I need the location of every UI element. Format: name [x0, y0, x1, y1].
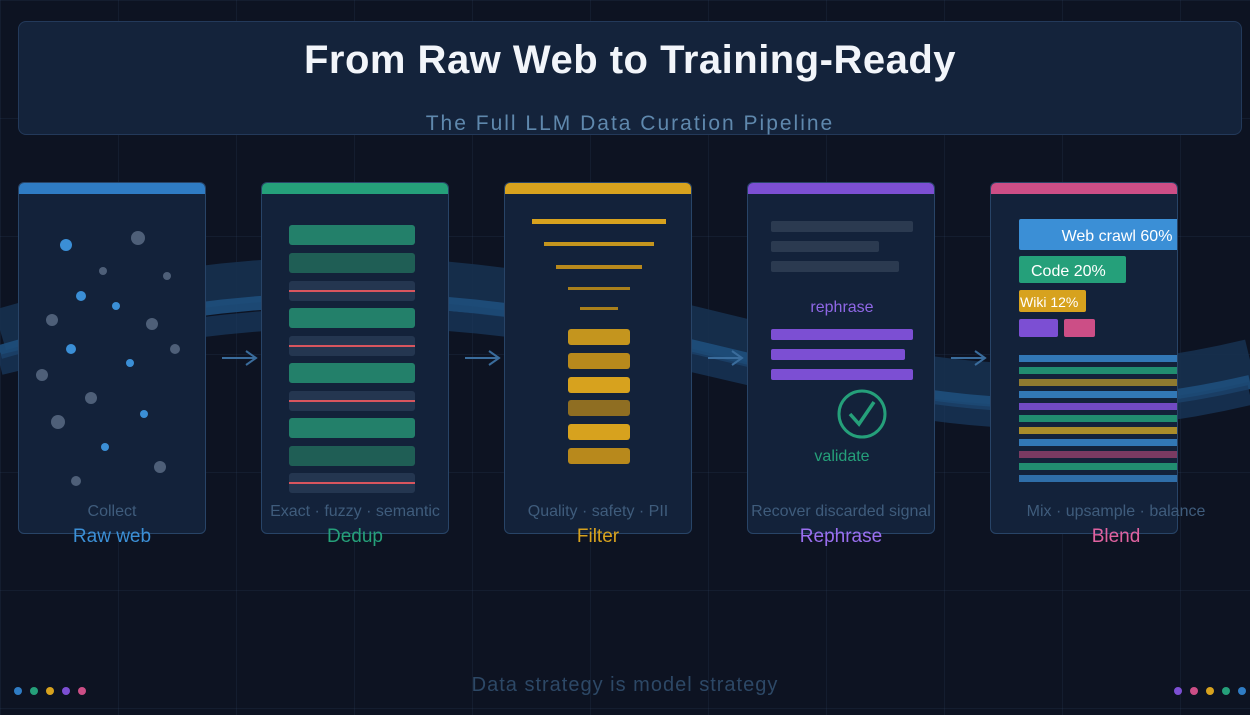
stage-name: Filter: [576, 526, 620, 547]
funnel-graphic: [532, 219, 666, 464]
stage-caption: Exact · fuzzy · semantic: [270, 503, 440, 520]
stage-card-blend: Web crawl 60% Code 20% Wiki 12%: [990, 182, 1178, 534]
checkmark-icon: [837, 389, 887, 439]
scattered-dots-graphic: [36, 231, 180, 486]
stage-name: Dedup: [327, 526, 383, 547]
stage-caption: Collect: [87, 503, 137, 520]
footer-dot: [62, 687, 70, 695]
footer-dot: [1190, 687, 1198, 695]
footer-dot: [14, 687, 22, 695]
stage-caption: Mix · upsample · balance: [1026, 503, 1206, 520]
footer-dots-left: [14, 687, 86, 695]
stage-color-bar: [19, 183, 205, 194]
stage-card-rephrase: rephrase validate: [747, 182, 935, 534]
blend-label-code: Code 20%: [1031, 263, 1106, 280]
page-title: From Raw Web to Training-Ready: [303, 38, 957, 82]
stage-color-bar: [748, 183, 934, 194]
stage-card-filter: [504, 182, 692, 534]
arrow-right-icon: [708, 350, 744, 366]
stage-caption: Recover discarded signal: [751, 503, 931, 520]
stage-name: Raw web: [72, 526, 152, 547]
blend-bar-web: [1019, 219, 1177, 250]
footer-dot: [78, 687, 86, 695]
stage-name: Rephrase: [799, 526, 883, 547]
stage-color-bar: [262, 183, 448, 194]
page-subtitle: The Full LLM Data Curation Pipeline: [425, 112, 835, 135]
header-panel: From Raw Web to Training-Ready The Full …: [18, 21, 1242, 135]
rephrase-graphic: rephrase validate: [771, 221, 913, 465]
footer-dot: [46, 687, 54, 695]
blend-bar-code: [1019, 256, 1126, 283]
dedup-rows-graphic: [289, 225, 415, 493]
blend-label-web: Web crawl 60%: [1062, 228, 1173, 245]
arrow-right-icon: [222, 350, 258, 366]
arrow-right-icon: [951, 350, 987, 366]
footer-dot: [1222, 687, 1230, 695]
validate-label: validate: [814, 448, 869, 465]
stage-caption: Quality · safety · PII: [527, 503, 669, 520]
stage-color-bar: [505, 183, 691, 194]
footer-dot: [1206, 687, 1214, 695]
rephrase-label: rephrase: [810, 299, 873, 316]
stage-name: Blend: [1091, 526, 1141, 547]
stage-color-bar: [991, 183, 1177, 194]
footer-tagline: Data strategy is model strategy: [471, 674, 779, 696]
footer-dot: [1174, 687, 1182, 695]
footer-dots-right: [1174, 687, 1246, 695]
footer-dot: [1238, 687, 1246, 695]
blend-bar-wiki: [1019, 290, 1086, 312]
stage-card-raw-web: [18, 182, 206, 534]
blend-graphic: Web crawl 60% Code 20% Wiki 12%: [1019, 219, 1177, 482]
arrow-right-icon: [465, 350, 501, 366]
stage-card-dedup: [261, 182, 449, 534]
footer-dot: [30, 687, 38, 695]
blend-label-wiki: Wiki 12%: [1020, 294, 1078, 310]
